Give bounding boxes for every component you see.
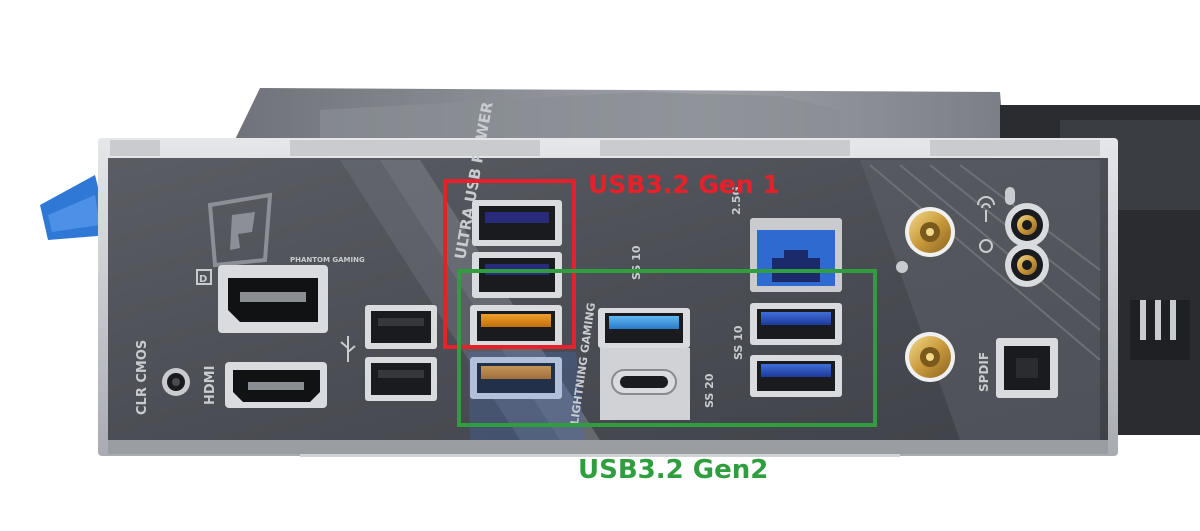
ss10-right-label: SS 10 xyxy=(732,325,745,360)
hdmi-label: HDMI xyxy=(203,366,218,405)
ss20-label: SS 20 xyxy=(703,373,716,408)
displayport-port[interactable] xyxy=(218,265,328,333)
wifi-icon xyxy=(977,196,995,222)
mic-jack[interactable] xyxy=(1005,243,1049,287)
displayport-icon: D xyxy=(196,269,212,285)
phantom-gaming-label: PHANTOM GAMING xyxy=(290,256,365,264)
hdmi-port[interactable] xyxy=(225,362,327,408)
wifi-antenna-bottom[interactable] xyxy=(905,332,955,382)
wifi-antenna-top[interactable] xyxy=(905,207,955,257)
clr-cmos-button[interactable] xyxy=(162,368,190,396)
mic-icon xyxy=(1005,187,1015,205)
usb-gen1-port-2[interactable] xyxy=(472,252,562,298)
usb-black-port-bottom[interactable] xyxy=(365,357,437,401)
usb-orange-port-bottom[interactable] xyxy=(470,357,562,399)
audio-out-icon xyxy=(979,239,993,253)
usb-gen2-port-blue-top[interactable] xyxy=(750,303,842,345)
ss10-top-label: SS 10 xyxy=(630,245,643,280)
usb-c-port[interactable] xyxy=(600,348,690,420)
usb-gen1-port-orange-top[interactable] xyxy=(470,305,562,347)
ci-mark xyxy=(896,261,908,273)
usb-gen2-port-lightblue[interactable] xyxy=(598,308,690,348)
usb-black-port-top[interactable] xyxy=(365,305,437,349)
spdif-label: SPDIF xyxy=(977,352,991,392)
svg-text:D: D xyxy=(199,274,207,285)
usb-gen2-port-blue-bottom[interactable] xyxy=(750,355,842,397)
lan-port[interactable] xyxy=(750,218,842,292)
lan-speed-label: 2.5G xyxy=(730,186,743,215)
usb32-gen2-annotation: USB3.2 Gen2 xyxy=(578,455,769,485)
usb-gen1-port-1[interactable] xyxy=(472,200,562,246)
clr-cmos-label: CLR CMOS xyxy=(135,340,150,415)
spdif-port[interactable] xyxy=(996,338,1058,398)
audio-out-jack[interactable] xyxy=(1005,203,1049,247)
usb32-gen1-annotation: USB3.2 Gen 1 xyxy=(588,170,780,199)
usb-trident-icon xyxy=(340,336,356,362)
phantom-gaming-logo xyxy=(207,192,273,268)
